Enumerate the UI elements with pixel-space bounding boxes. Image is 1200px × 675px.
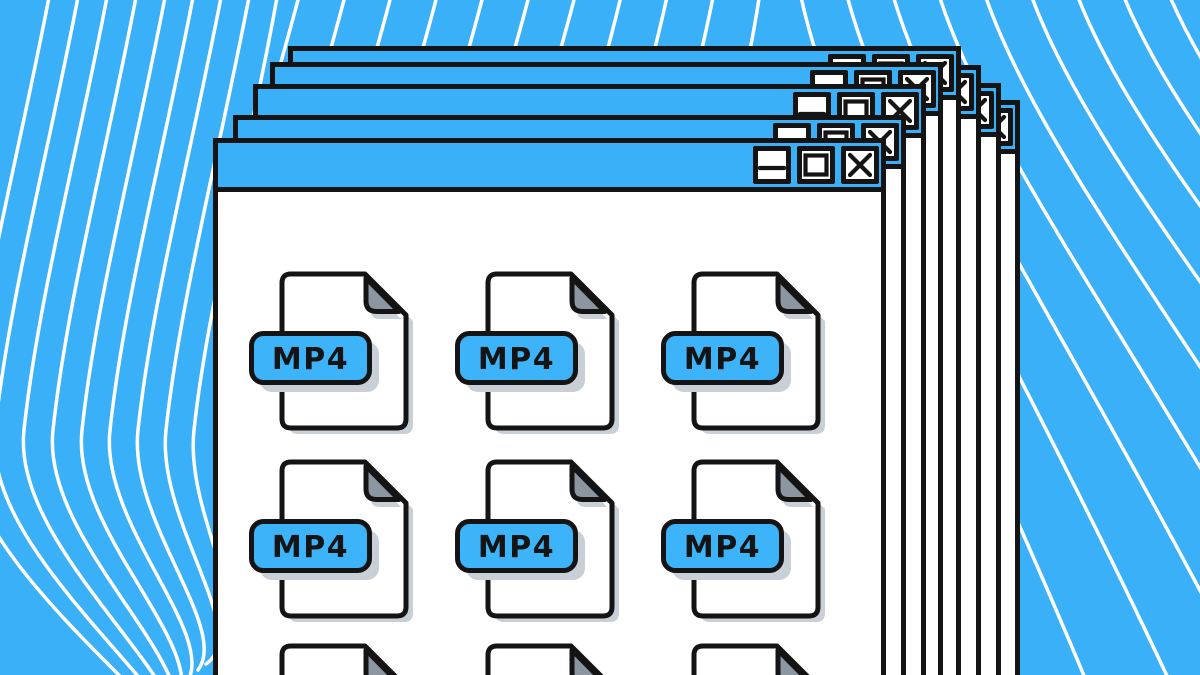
fold-corner-icon — [775, 275, 814, 314]
fold-corner-icon — [363, 275, 402, 314]
file-type-badge — [249, 331, 372, 385]
file-item-mp4[interactable]: MP4 — [455, 271, 627, 443]
close-button[interactable] — [841, 146, 879, 184]
file-type-label: MP4 — [684, 530, 761, 565]
maximize-button[interactable] — [797, 146, 835, 184]
file-grid: MP4 MP4 — [218, 192, 881, 675]
fold-corner-icon — [775, 463, 814, 502]
fold-corner-icon — [569, 463, 608, 502]
file-item-mp4[interactable]: MP4 — [455, 643, 627, 675]
file-item-mp4[interactable]: MP4 — [661, 459, 833, 631]
fold-corner-icon — [363, 647, 395, 675]
file-type-badge — [661, 331, 784, 385]
fold-corner-icon — [569, 647, 601, 675]
fold-corner-icon — [569, 275, 608, 314]
file-item-mp4[interactable]: MP4 — [455, 459, 627, 631]
fold-corner-icon — [363, 463, 402, 502]
file-type-label: MP4 — [478, 342, 555, 377]
minimize-button[interactable] — [753, 146, 791, 184]
file-item-mp4[interactable]: MP4 — [249, 271, 421, 443]
file-type-label: MP4 — [272, 530, 349, 565]
file-type-badge — [455, 519, 578, 573]
window-main[interactable]: MP4 MP4 — [213, 138, 886, 675]
window-controls — [753, 146, 879, 184]
file-type-badge — [249, 519, 372, 573]
file-item-mp4[interactable]: MP4 — [249, 643, 421, 675]
fold-corner-icon — [775, 647, 807, 675]
file-type-label: MP4 — [684, 342, 761, 377]
file-item-mp4[interactable]: MP4 — [661, 643, 833, 675]
file-item-mp4[interactable]: MP4 — [661, 271, 833, 443]
file-type-label: MP4 — [478, 530, 555, 565]
file-item-mp4[interactable]: MP4 — [249, 459, 421, 631]
file-type-badge — [455, 331, 578, 385]
file-type-label: MP4 — [272, 342, 349, 377]
titlebar[interactable] — [218, 143, 881, 192]
file-type-badge — [661, 519, 784, 573]
